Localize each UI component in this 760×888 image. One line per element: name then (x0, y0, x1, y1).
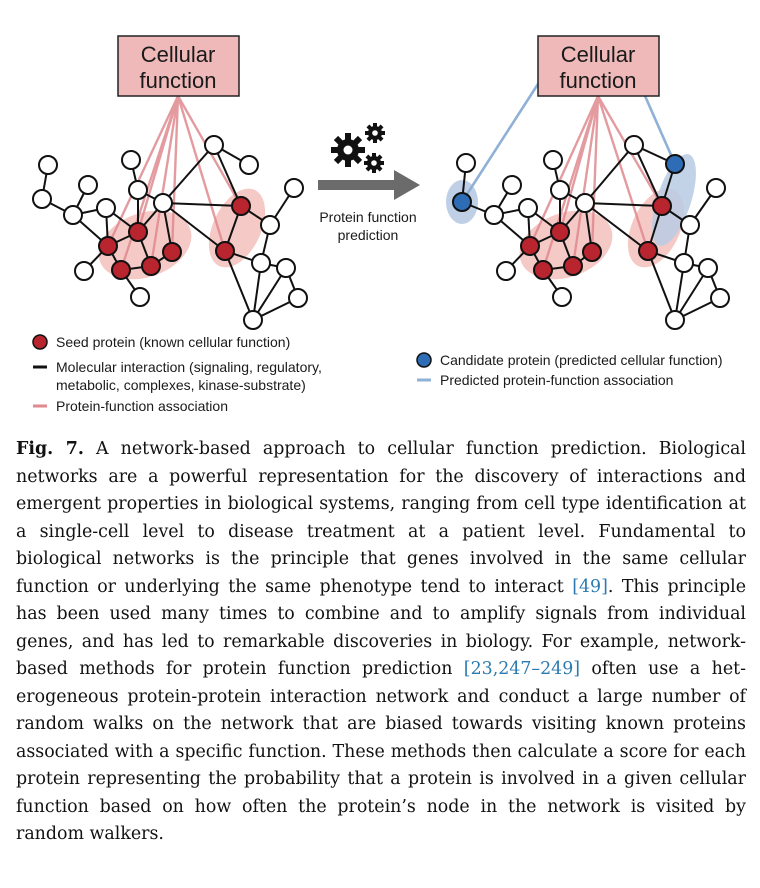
candidate-highlight (652, 154, 696, 246)
seed-protein-node (111, 260, 131, 280)
candidate-protein-node (665, 154, 685, 174)
legend-candidate-label: Candidate protein (predicted cellular fu… (440, 352, 723, 368)
candidate-protein-node (452, 192, 472, 212)
protein-node (32, 189, 52, 209)
seed-protein-node (563, 256, 583, 276)
protein-node (484, 205, 504, 225)
legend-right: Candidate protein (predicted cellular fu… (416, 352, 723, 388)
seed-protein-node (550, 222, 570, 242)
left-panel: Cellular function (32, 35, 308, 330)
seed-protein-node (652, 196, 672, 216)
seed-protein-node (231, 196, 251, 216)
gears-icon (331, 123, 385, 173)
caption-text: often use a het­erogeneous protein-prote… (16, 659, 747, 844)
protein-node (502, 175, 522, 195)
protein-node (456, 153, 476, 173)
legend-interaction-line1: Molecular interaction (signaling, regula… (56, 359, 322, 375)
seed-protein-node (128, 222, 148, 242)
seed-protein-node (141, 256, 161, 276)
candidate-protein-legend-marker (416, 352, 432, 368)
protein-node (680, 215, 700, 235)
protein-node (78, 175, 98, 195)
protein-node (496, 261, 516, 281)
legend-left: Seed protein (known cellular function) M… (32, 334, 322, 414)
legend-predicted-association-label: Predicted protein-function association (440, 372, 673, 388)
protein-node (276, 258, 296, 278)
seed-protein-node (638, 241, 658, 261)
network-figure: Cellular function (32, 35, 730, 414)
citation-link[interactable]: [49] (572, 576, 608, 597)
protein-node (243, 310, 263, 330)
caption-text: A network-based approach to cellular fun… (16, 439, 746, 597)
protein-node (204, 135, 224, 155)
protein-node (543, 150, 563, 170)
protein-node (260, 215, 280, 235)
seed-protein-node (215, 241, 235, 261)
protein-node (121, 150, 141, 170)
protein-node (130, 287, 150, 307)
citation-link[interactable]: [23,247–249] (463, 659, 581, 679)
protein-node (674, 253, 694, 273)
box-label-line2: function (559, 68, 636, 93)
protein-node (698, 258, 718, 278)
protein-node (284, 178, 304, 198)
arrow-label-line1: Protein function (319, 209, 416, 225)
legend-interaction-line2: metabolic, complexes, kinase-substrate) (56, 377, 306, 393)
legend-seed-label: Seed protein (known cellular function) (56, 334, 290, 350)
caption-text: . This principle has been used many time… (16, 576, 746, 680)
legend-association-label: Protein-function association (56, 398, 228, 414)
protein-node (38, 155, 58, 175)
right-panel: Cellular function (446, 35, 730, 330)
protein-node (239, 155, 259, 175)
protein-node (128, 180, 148, 200)
box-label-line1: Cellular (561, 42, 636, 67)
box-label-line2: function (139, 68, 216, 93)
protein-node (96, 198, 116, 218)
box-label-line1: Cellular (141, 42, 216, 67)
protein-node (251, 253, 271, 273)
seed-protein-node (162, 242, 182, 262)
protein-node (288, 288, 308, 308)
protein-node (665, 310, 685, 330)
protein-node (624, 135, 644, 155)
protein-node (710, 288, 730, 308)
protein-node (575, 193, 595, 213)
protein-function-association-lines (528, 95, 664, 271)
protein-node (552, 287, 572, 307)
seed-protein-legend-marker (32, 334, 48, 350)
figure-caption: Fig. 7. A network-based approach to cell… (16, 436, 746, 849)
cellular-function-box (537, 35, 660, 97)
protein-node (550, 180, 570, 200)
protein-node (518, 198, 538, 218)
right-arrow-icon (318, 170, 420, 200)
protein-node (706, 178, 726, 198)
protein-nodes (452, 135, 730, 330)
cellular-function-box (117, 35, 240, 97)
seed-protein-node (582, 242, 602, 262)
protein-nodes (32, 135, 308, 330)
figure-label: Fig. 7. (16, 439, 84, 459)
prediction-arrow-group: Protein function prediction (318, 123, 420, 243)
protein-node (153, 193, 173, 213)
protein-node (74, 261, 94, 281)
seed-protein-node (520, 236, 540, 256)
protein-node (63, 205, 83, 225)
seed-protein-node (533, 260, 553, 280)
arrow-label-line2: prediction (338, 227, 399, 243)
seed-protein-node (98, 236, 118, 256)
